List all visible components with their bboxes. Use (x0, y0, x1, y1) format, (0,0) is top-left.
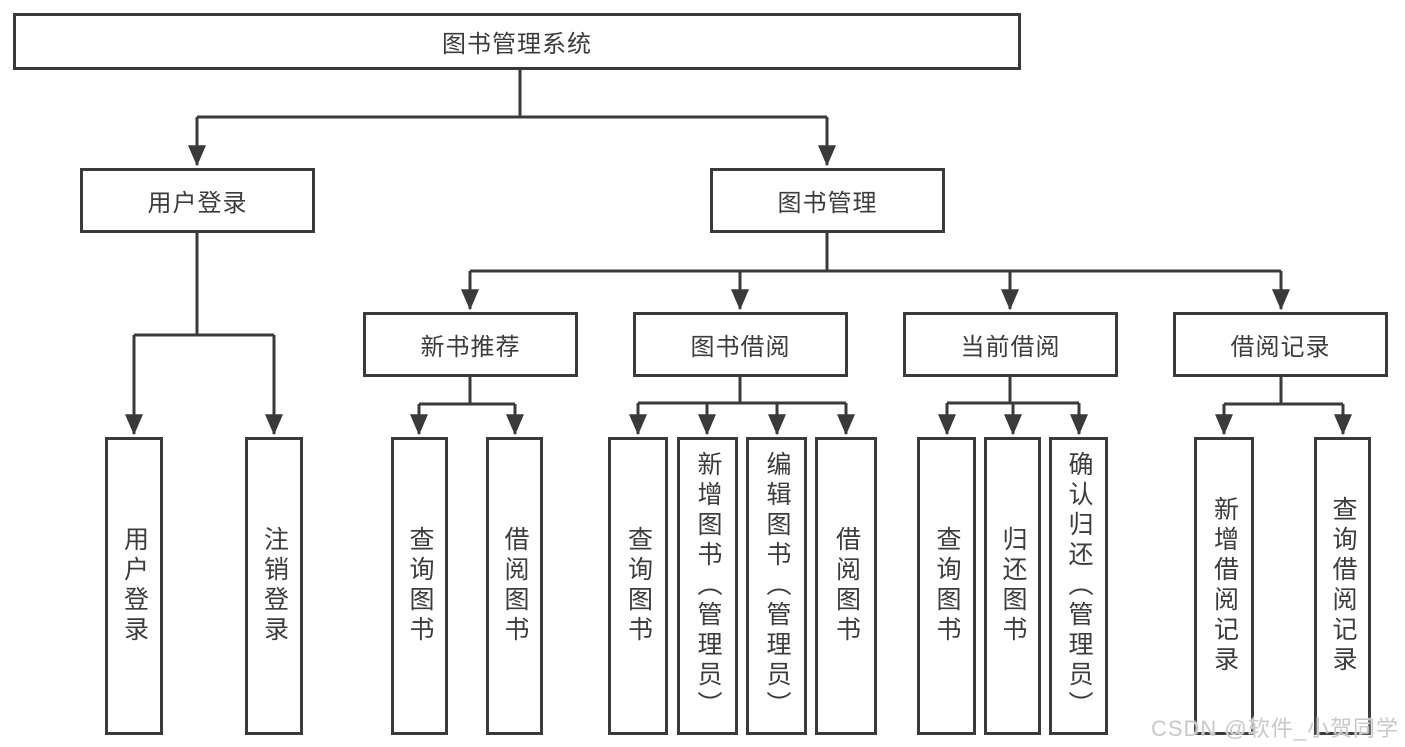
node-query-books-recommend: 查询图书 (391, 437, 448, 735)
node-borrowing-records: 借阅记录 (1173, 312, 1388, 377)
node-add-books-admin: 新增图书（管理员） (677, 437, 738, 735)
connector-root-to-level2 (188, 67, 836, 167)
node-new-book-recommendation: 新书推荐 (363, 312, 578, 377)
node-borrow-books-recommend: 借阅图书 (486, 437, 543, 735)
node-query-borrow-record: 查询借阅记录 (1314, 437, 1371, 735)
node-user-login: 用户登录 (80, 168, 315, 233)
node-add-borrow-record: 新增借阅记录 (1194, 437, 1254, 735)
connector-borrow-record-children (1215, 377, 1352, 436)
node-book-borrowing: 图书借阅 (633, 312, 848, 377)
connector-new-book-children (410, 377, 524, 436)
node-return-books: 归还图书 (984, 437, 1041, 735)
node-user-login-leaf: 用户登录 (105, 437, 163, 735)
node-library-management-system: 图书管理系统 (13, 13, 1021, 70)
node-edit-books-admin: 编辑图书（管理员） (746, 437, 807, 735)
node-confirm-return-admin: 确认归还（管理员） (1049, 437, 1108, 735)
connector-book-borrow-children (629, 377, 855, 436)
connector-current-borrow-children (938, 377, 1088, 436)
connector-book-management-children (461, 233, 1290, 311)
node-query-books-current: 查询图书 (917, 437, 976, 735)
node-current-borrowing: 当前借阅 (903, 312, 1118, 377)
node-borrow-books-borrowing: 借阅图书 (815, 437, 877, 735)
node-book-management: 图书管理 (710, 168, 945, 233)
node-query-books-borrowing: 查询图书 (608, 437, 668, 735)
node-logout-leaf: 注销登录 (245, 437, 303, 735)
connector-user-login-children (125, 233, 283, 436)
